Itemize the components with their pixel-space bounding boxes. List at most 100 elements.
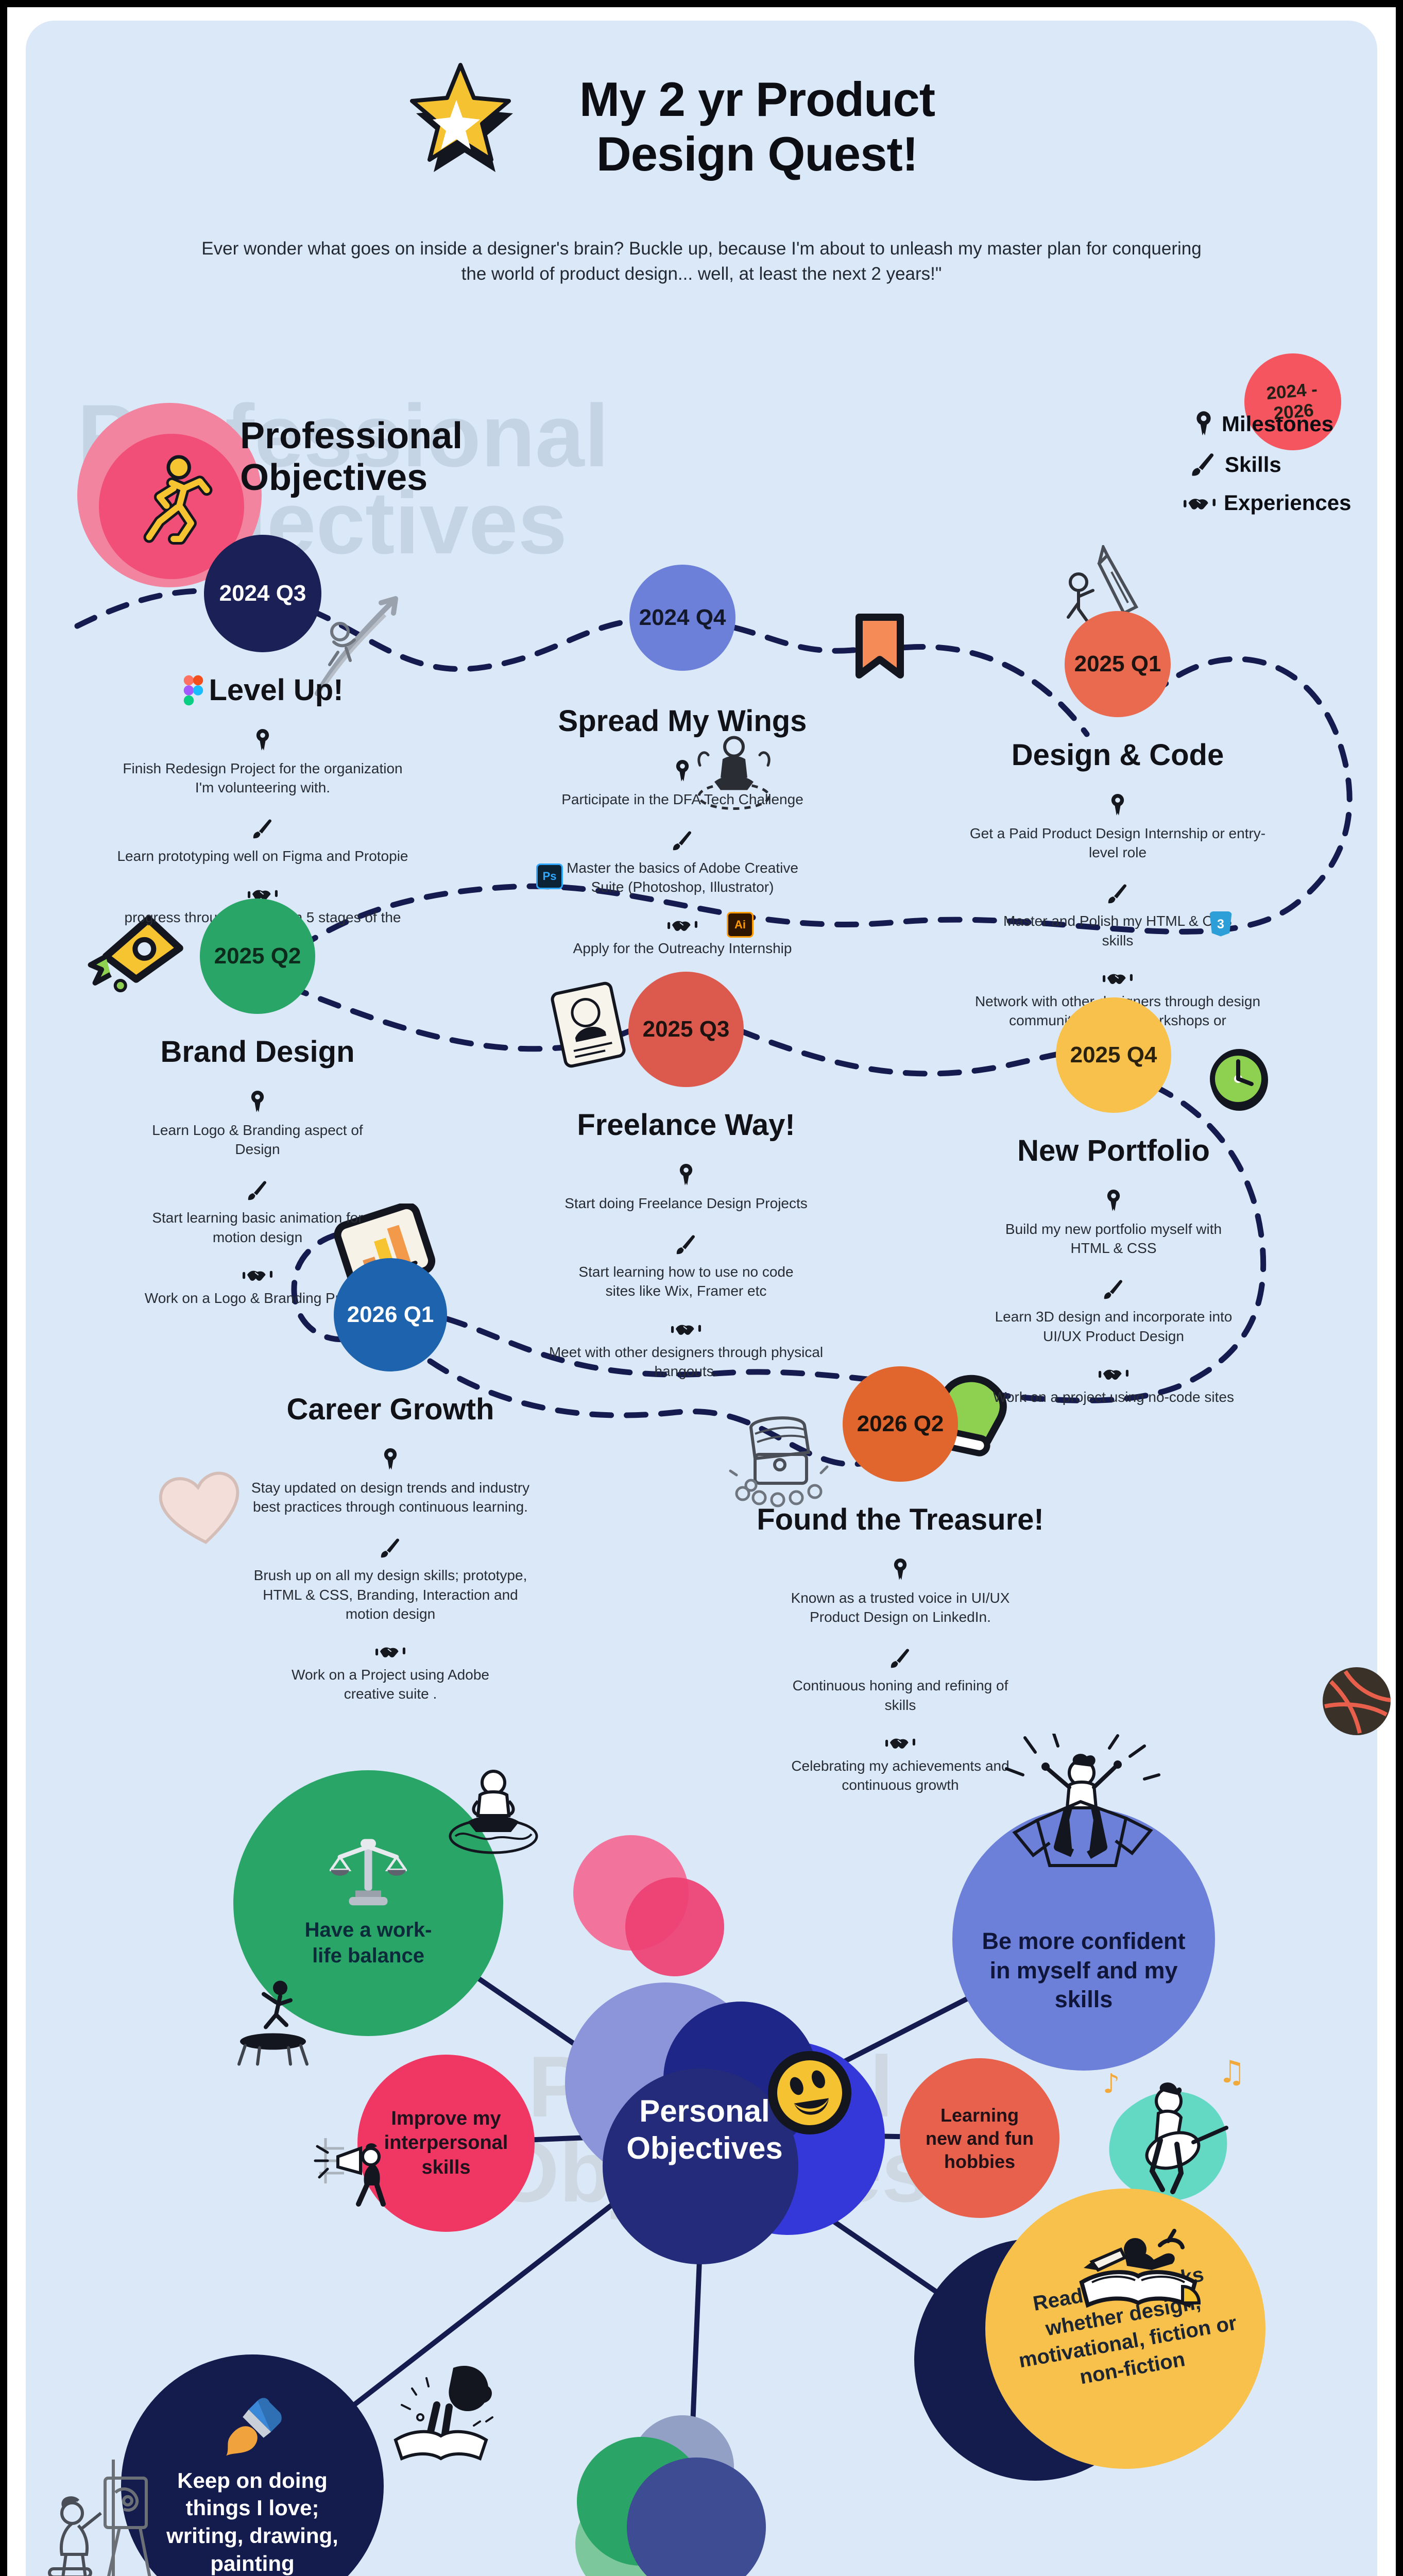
milestone-item: Known as a trusted voice in UI/UX Produc… (735, 1557, 1065, 1626)
milestone-text: Learn Logo & Branding aspect of Design (152, 1122, 363, 1158)
experience-item: Meet with other designers through physic… (521, 1321, 851, 1381)
rocket-icon (88, 916, 183, 993)
ribbon-icon (249, 1090, 266, 1114)
professional-heading: Professional Objectives (240, 415, 463, 499)
skill-item: Master and Polish my HTML & CSS skills 3 (953, 883, 1282, 950)
brush-icon (246, 1179, 269, 1202)
milestone-item: Start doing Freelance Design Projects (521, 1163, 851, 1213)
quarter-circle: 2026 Q1 (334, 1258, 447, 1371)
milestone-text: Start doing Freelance Design Projects (564, 1195, 808, 1211)
meditating-person-sketch (697, 736, 771, 810)
megaphone-person-sketch (314, 2138, 386, 2207)
confetti-box-person-sketch (1005, 1734, 1160, 1867)
node-title: Career Growth (286, 1393, 494, 1426)
personal-heading: Personal Objectives (626, 2094, 783, 2165)
milestone-item: Participate in the DFA Tech Challenge (518, 759, 847, 809)
bubble-keep-doing: Keep on doing things I love; writing, dr… (121, 2354, 384, 2576)
milestone-text: Known as a trusted voice in UI/UX Produc… (791, 1590, 1010, 1625)
svg-text:♪: ♪ (1103, 2069, 1120, 2099)
skill-text: Master the basics of Adobe Creative Suit… (567, 860, 798, 895)
experience-text: Work on a project using no-code sites (993, 1388, 1234, 1405)
node-title: Brand Design (160, 1035, 355, 1069)
milestone-text: Participate in the DFA Tech Challenge (561, 791, 803, 807)
handshake-icon (1184, 495, 1216, 511)
handshake-icon (668, 918, 697, 933)
milestone-node-2025-q1: 2025 Q1 Design & Code Get a Paid Product… (953, 611, 1282, 1049)
portrait-card-sketch (551, 981, 626, 1068)
ribbon-icon (674, 759, 691, 784)
clock-icon (1210, 1049, 1268, 1111)
figma-icon (184, 675, 203, 705)
skill-item: Start learning basic animation for motio… (93, 1179, 422, 1246)
skill-item: Start learning how to use no code sites … (521, 1233, 851, 1300)
legend-label: Skills (1225, 452, 1281, 477)
trampoline-person-sketch (237, 1980, 309, 2066)
balance-scale-icon (330, 1839, 407, 1906)
center-circle-front (603, 2069, 798, 2264)
experience-text: Apply for the Outreachy Internship (573, 940, 792, 956)
node-title: New Portfolio (1017, 1134, 1210, 1167)
dribbble-ball-icon (1323, 1667, 1391, 1735)
milestone-item: Learn Logo & Branding aspect of Design (93, 1090, 422, 1159)
bubble-books: Read more books whether design, motivati… (985, 2189, 1265, 2469)
handshake-icon (885, 1735, 915, 1750)
brush-icon (379, 1537, 402, 1560)
skill-text: Learn prototyping well on Figma and Prot… (117, 848, 408, 865)
skill-item: Master the basics of Adobe Creative Suit… (518, 829, 847, 938)
milestone-node-2026-q1: 2026 Q1 Career Growth Stay updated on de… (226, 1258, 555, 1704)
quarter-circle: 2024 Q3 (204, 535, 321, 652)
legend-label: Experiences (1224, 490, 1351, 515)
quarter-circle: 2025 Q2 (200, 899, 315, 1014)
legend-label: Milestones (1222, 412, 1334, 436)
experience-text: Celebrating my achievements and continuo… (791, 1757, 1010, 1793)
ribbon-icon (382, 1447, 399, 1472)
skill-text: Learn 3D design and incorporate into UI/… (995, 1309, 1233, 1344)
ribbon-icon (1109, 793, 1126, 818)
milestone-node-2025-q3: 2025 Q3 Freelance Way! Start doing Freel… (521, 972, 851, 1381)
skill-text: Master and Polish my HTML & CSS skills (1003, 913, 1232, 948)
milestone-item: Build my new portfolio myself with HTML … (949, 1189, 1278, 1258)
surf-arrow-sketch (315, 596, 398, 696)
milestone-item: Finish Redesign Project for the organiza… (98, 728, 427, 797)
brush-icon (889, 1647, 912, 1670)
milestone-node-2025-q4: 2025 Q4 New Portfolio Build my new portf… (949, 997, 1278, 1406)
experience-item: Work on a Logo & Branding Project (93, 1267, 422, 1308)
ribbon-icon (254, 728, 271, 753)
heart-icon (159, 1471, 239, 1544)
bubble-interpersonal: Improve my interpersonal skills (357, 2055, 535, 2232)
guitar-player-sketch: ♪ ♫ (1103, 2056, 1244, 2201)
quarter-circle: 2024 Q4 (629, 565, 735, 671)
ribbon-icon (1194, 410, 1213, 438)
node-title: Freelance Way! (577, 1108, 795, 1142)
cluster-indigo-circle (627, 2458, 766, 2576)
legend-item-milestones: Milestones (1194, 410, 1333, 438)
quarter-circle: 2026 Q2 (843, 1366, 958, 1482)
bubble-hobbies: Learning new and fun hobbies (900, 2058, 1059, 2218)
bookmark-icon (856, 614, 904, 679)
experience-item: Apply for the Outreachy Internship (518, 918, 847, 958)
pink-circle-front (625, 1877, 724, 1976)
brush-icon (1102, 1278, 1125, 1301)
experience-item: Celebrating my achievements and continuo… (735, 1735, 1065, 1794)
bubble-confident: Be more confident in myself and my skill… (952, 1808, 1215, 2071)
brush-icon (1106, 883, 1129, 905)
milestone-text: Build my new portfolio myself with HTML … (1005, 1221, 1222, 1257)
milestone-text: Finish Redesign Project for the organiza… (123, 760, 403, 796)
experience-text: Meet with other designers through physic… (549, 1344, 824, 1379)
ribbon-icon (1105, 1189, 1122, 1213)
legend-item-skills: Skills (1190, 451, 1281, 478)
css3-icon: 3 (1209, 911, 1232, 937)
legend-item-experiences: Experiences (1184, 490, 1351, 515)
skill-item: Brush up on all my design skills; protot… (226, 1537, 555, 1623)
brush-icon (675, 1233, 697, 1256)
quarter-circle: 2025 Q4 (1056, 997, 1171, 1113)
milestone-text: Stay updated on design trends and indust… (251, 1480, 530, 1515)
ribbon-icon (677, 1163, 695, 1188)
ink-book-sketch (393, 2366, 493, 2461)
node-title: Found the Treasure! (757, 1503, 1044, 1536)
photoshop-icon: Ps (536, 863, 563, 890)
page-subtitle: Ever wonder what goes on inside a design… (201, 239, 1202, 284)
experience-item: Work on a project using no-code sites (949, 1366, 1278, 1406)
node-title: Spread My Wings (558, 704, 807, 738)
